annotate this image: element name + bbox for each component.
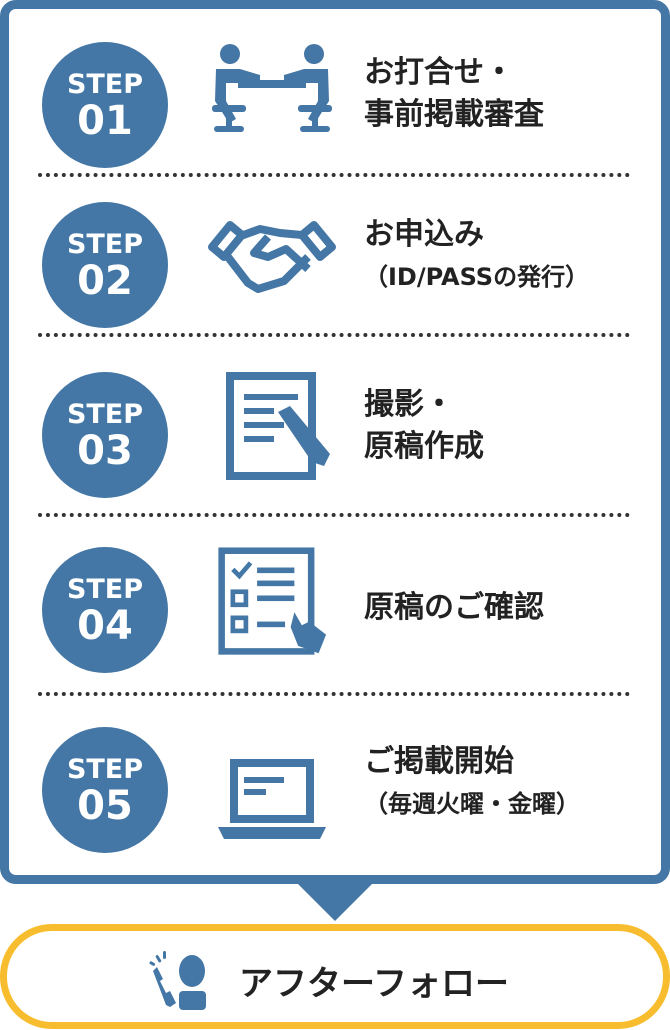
after-follow-box: アフターフォロー bbox=[0, 924, 670, 1029]
step-subtitle: 事前掲載審査 bbox=[364, 97, 544, 132]
step-subtitle: 原稿作成 bbox=[364, 429, 484, 464]
step-subtitle: （毎週火曜・金曜） bbox=[364, 790, 580, 818]
handshake-icon bbox=[208, 221, 336, 293]
laptop-icon bbox=[218, 759, 326, 839]
step-title: お打合せ・ bbox=[364, 55, 514, 90]
step-title: 原稿のご確認 bbox=[364, 590, 544, 625]
step-label: STEP bbox=[66, 69, 144, 100]
after-follow-label: アフターフォロー bbox=[239, 964, 509, 1004]
step-title: 撮影・ bbox=[364, 387, 454, 422]
step-label: STEP bbox=[66, 754, 144, 785]
divider bbox=[38, 513, 630, 517]
step-title: ご掲載開始 bbox=[364, 744, 514, 779]
divider bbox=[38, 692, 630, 696]
divider bbox=[38, 173, 630, 177]
document-pen-icon bbox=[226, 372, 330, 480]
step-label: STEP bbox=[66, 399, 144, 430]
step-number: 04 bbox=[77, 603, 133, 649]
step-label: STEP bbox=[66, 574, 144, 605]
phone-support-icon bbox=[149, 951, 206, 1010]
step-title: お申込み bbox=[364, 217, 484, 252]
checklist-icon bbox=[218, 547, 327, 655]
step-number: 05 bbox=[77, 783, 133, 829]
down-arrow bbox=[297, 883, 373, 921]
meeting-icon bbox=[212, 44, 332, 132]
step-subtitle: （ID/PASSの発行） bbox=[364, 263, 590, 291]
step-label: STEP bbox=[66, 229, 144, 260]
divider bbox=[38, 333, 630, 337]
step-number: 02 bbox=[77, 258, 133, 304]
step-number: 03 bbox=[77, 428, 133, 474]
step-number: 01 bbox=[77, 98, 133, 144]
